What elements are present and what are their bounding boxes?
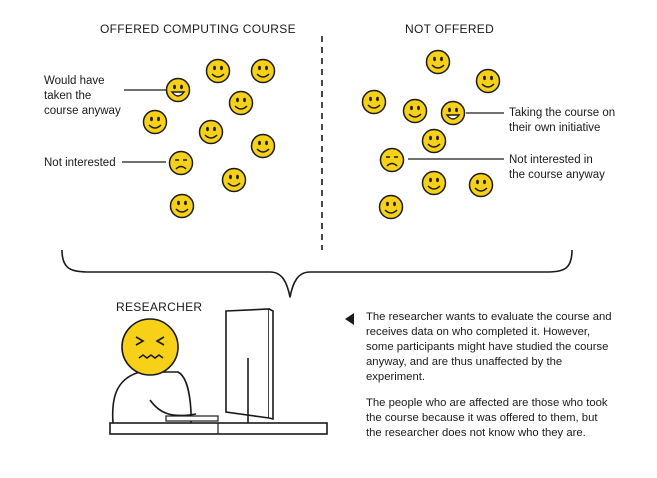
smiley-face-icon: [425, 49, 451, 75]
researcher-arm: [149, 399, 197, 417]
researcher-figure: [111, 318, 197, 424]
smiley-face-icon: [468, 172, 494, 198]
smiley-face-icon: [169, 193, 195, 219]
smiley-face-icon: [421, 128, 447, 154]
researcher-mouth: [138, 354, 164, 359]
smiley-face-icon: [378, 194, 404, 220]
smiley-face-icon: [198, 119, 224, 145]
researcher-right-eye: [155, 336, 165, 346]
not-interested-anyway-label: Not interested in the course anyway: [509, 154, 605, 181]
brace: [61, 249, 573, 298]
smiley-face-icon: [440, 100, 466, 126]
smiley-face-icon: [402, 98, 428, 124]
desk: [109, 422, 328, 435]
offered-group-heading: OFFERED COMPUTING COURSE: [100, 22, 296, 36]
would-have-taken-label: Would have taken the course anyway: [44, 75, 121, 117]
keyboard: [165, 415, 219, 422]
smiley-face-icon: [142, 109, 168, 135]
not-interested-label: Not interested: [44, 157, 116, 169]
not-offered-group-heading: NOT OFFERED: [405, 22, 495, 36]
smiley-face-icon: [250, 133, 276, 159]
smiley-face-icon: [165, 77, 191, 103]
smiley-face-icon: [250, 58, 276, 84]
explanation-paragraph-1: The researcher wants to evaluate the cou…: [366, 311, 612, 383]
smiley-face-icon: [205, 58, 231, 84]
researcher-face-icon: [121, 318, 179, 376]
pointer-triangle-icon: [345, 313, 354, 325]
smiley-face-icon: [475, 68, 501, 94]
computer-monitor: [225, 308, 274, 423]
smiley-face-icon: [228, 90, 254, 116]
explanation-paragraph-2: The people who are affected are those wh…: [366, 397, 608, 439]
smiley-face-icon: [221, 167, 247, 193]
sad-face-icon: [168, 150, 194, 176]
smiley-face-icon: [361, 89, 387, 115]
researcher-label: RESEARCHER: [116, 300, 203, 314]
researcher-left-eye: [135, 336, 145, 346]
sad-face-icon: [379, 147, 405, 173]
smiley-face-icon: [421, 170, 447, 196]
own-initiative-label: Taking the course on their own initiativ…: [509, 107, 616, 134]
